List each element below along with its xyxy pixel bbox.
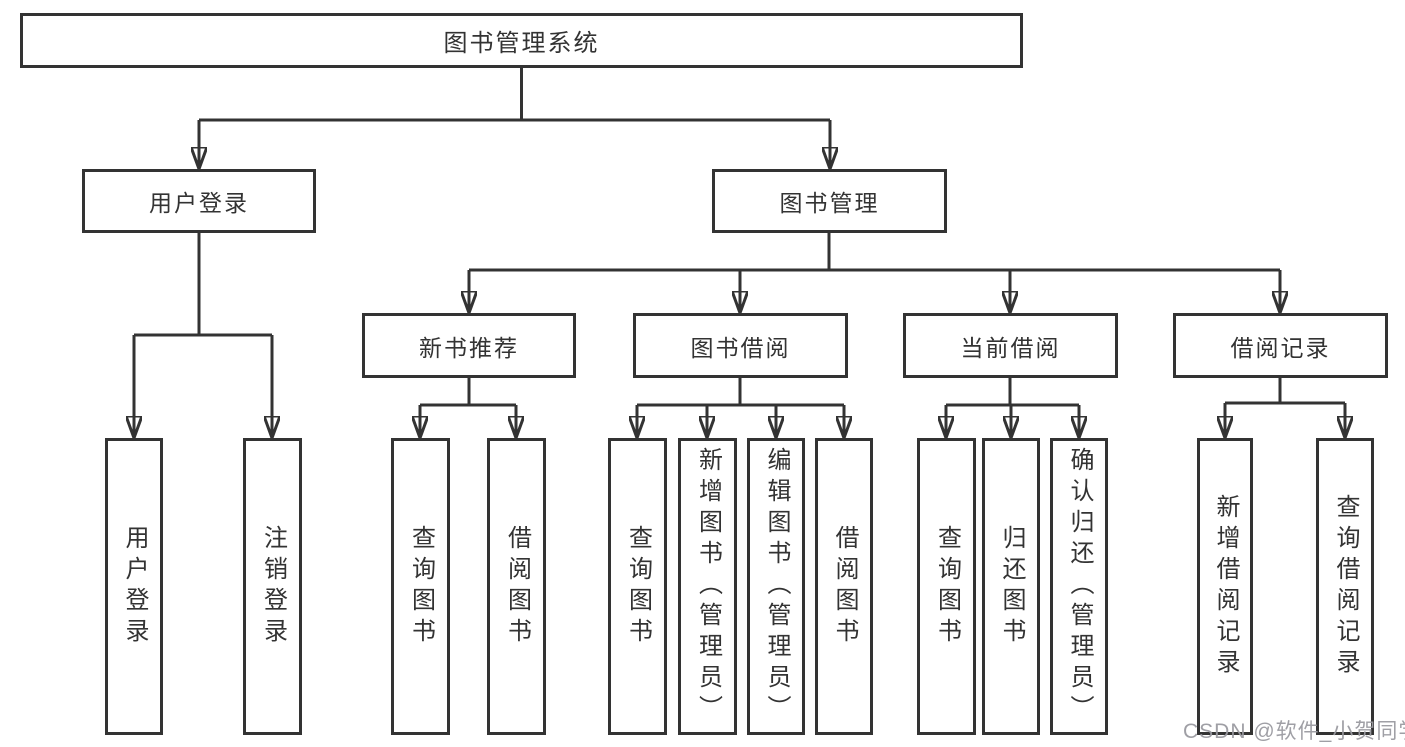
leaf-user-login: 用户登录 <box>105 438 163 735</box>
edge-borrow-records-children <box>1225 378 1345 438</box>
node-label: 编辑图书（管理员） <box>763 447 790 726</box>
node-label: 查询图书 <box>407 524 435 649</box>
node-book-management: 图书管理 <box>712 169 947 233</box>
node-label: 用户登录 <box>149 190 249 216</box>
leaf-add-books-admin: 新增图书（管理员） <box>678 438 737 735</box>
edge-new-book-recommend-children <box>420 378 516 438</box>
node-label: 借阅记录 <box>1230 334 1331 361</box>
edge-user-login-children <box>134 233 272 438</box>
leaf-borrow-books-2: 借阅图书 <box>815 438 873 735</box>
leaf-return-books: 归还图书 <box>982 438 1040 735</box>
edge-current-borrow-children <box>946 378 1079 438</box>
node-label: 借阅图书 <box>831 524 858 649</box>
leaf-add-borrow-record: 新增借阅记录 <box>1197 438 1253 735</box>
node-label: 查询借阅记录 <box>1332 493 1359 680</box>
node-new-book-recommend: 新书推荐 <box>362 313 576 378</box>
node-label: 查询图书 <box>624 524 652 649</box>
node-label: 新增图书（管理员） <box>694 447 722 726</box>
csdn-watermark: CSDN @软件_小贺同学 <box>1183 720 1405 743</box>
leaf-query-books-3: 查询图书 <box>917 438 976 735</box>
node-borrow-records: 借阅记录 <box>1173 313 1388 378</box>
leaf-query-borrow-record: 查询借阅记录 <box>1316 438 1374 735</box>
node-root-system: 图书管理系统 <box>20 13 1023 68</box>
edge-book-borrow-children <box>637 378 844 438</box>
leaf-borrow-books-1: 借阅图书 <box>487 438 546 735</box>
leaf-logout: 注销登录 <box>243 438 302 735</box>
leaf-confirm-return-admin: 确认归还（管理员） <box>1050 438 1108 735</box>
leaf-query-books-1: 查询图书 <box>391 438 450 735</box>
node-label: 图书借阅 <box>690 334 791 361</box>
node-label: 用户登录 <box>121 524 148 649</box>
node-current-borrow: 当前借阅 <box>903 313 1118 378</box>
leaf-edit-books-admin: 编辑图书（管理员） <box>747 438 805 735</box>
edge-root-to-level2 <box>199 68 830 169</box>
leaf-query-books-2: 查询图书 <box>608 438 667 735</box>
node-label: 确认归还（管理员） <box>1066 447 1093 726</box>
node-label: 注销登录 <box>259 524 287 649</box>
node-user-login: 用户登录 <box>82 169 316 233</box>
node-label: 图书管理 <box>779 190 880 216</box>
node-label: 归还图书 <box>998 524 1025 649</box>
node-label: 当前借阅 <box>960 334 1061 361</box>
node-label: 新增借阅记录 <box>1212 493 1239 680</box>
node-label: 新书推荐 <box>419 334 519 361</box>
node-label: 图书管理系统 <box>443 30 600 57</box>
edge-book-management-children <box>469 233 1280 313</box>
node-label: 查询图书 <box>933 524 961 649</box>
node-label: 借阅图书 <box>503 524 531 649</box>
node-book-borrow: 图书借阅 <box>633 313 848 378</box>
